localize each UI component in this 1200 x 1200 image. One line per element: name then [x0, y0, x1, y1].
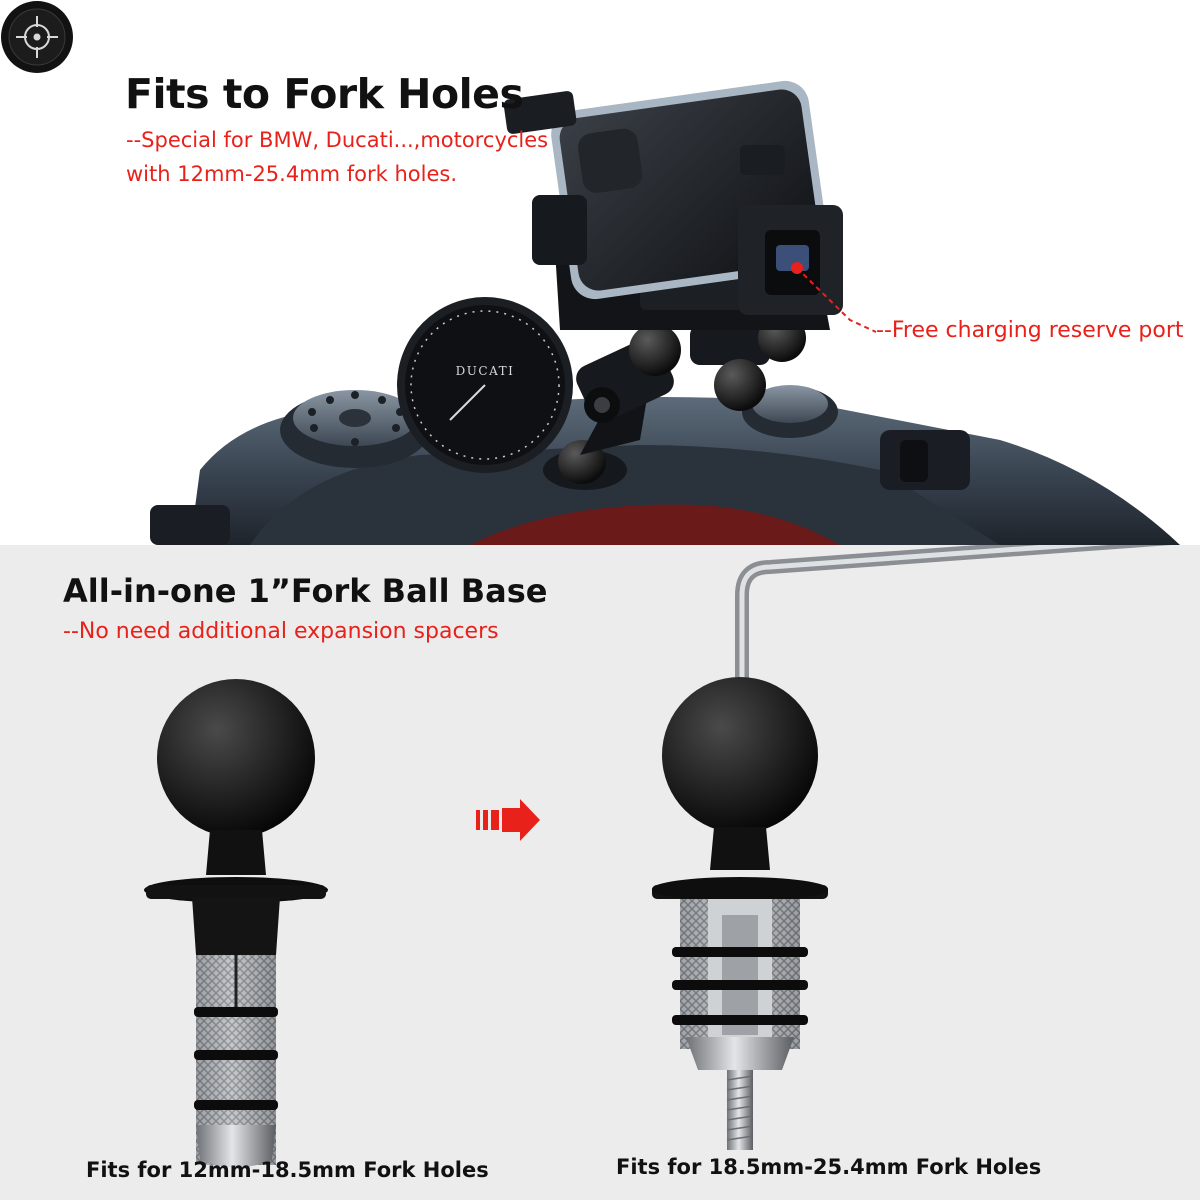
motorcycle-top-clamp — [150, 385, 1180, 545]
caption-small-fork-holes: Fits for 12mm-18.5mm Fork Holes — [86, 1158, 489, 1182]
section-title: All-in-one 1”Fork Ball Base — [63, 572, 548, 610]
ball-base-small — [144, 679, 328, 1168]
dial-brand-text: DUCATI — [456, 364, 515, 378]
allen-key — [735, 545, 1172, 702]
crosshair-icon — [1, 1, 73, 73]
speedometer-dial: DUCATI — [397, 297, 573, 473]
section-subtitle: --No need additional expansion spacers — [63, 619, 499, 644]
caption-large-fork-holes: Fits for 18.5mm-25.4mm Fork Holes — [616, 1155, 1042, 1179]
fork-ball-base-illustration — [144, 545, 1172, 1168]
compatibility-text: --Special for BMW, Ducati...,motorcycles — [126, 128, 549, 152]
charging-port-leader-line — [796, 267, 877, 333]
fork-hole-range-text: with 12mm-25.4mm fork holes. — [126, 162, 458, 186]
ball-mount-arm — [543, 314, 806, 490]
motorcycle-mount-illustration: DUCATI — [150, 80, 1180, 545]
charging-port-label: --Free charging reserve port — [876, 318, 1184, 343]
headline: Fits to Fork Holes — [125, 70, 524, 118]
right-arrow-icon — [476, 799, 540, 841]
ball-base-large — [652, 677, 828, 1150]
fork-ball-base-section: All-in-one 1”Fork Ball Base --No need ad… — [0, 545, 1200, 1200]
hero-section: DUCATI — [0, 0, 1200, 545]
phone-holder — [503, 80, 843, 330]
